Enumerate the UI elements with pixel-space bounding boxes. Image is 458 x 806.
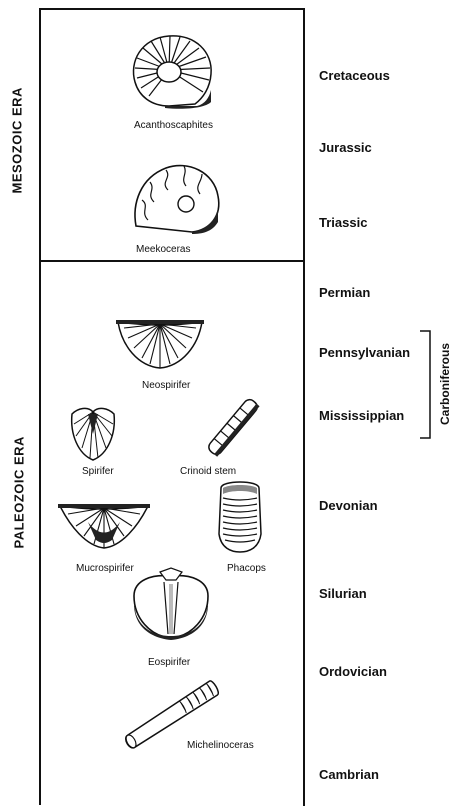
neospirifer-label: Neospirifer: [142, 380, 190, 391]
acanthoscaphites-label: Acanthoscaphites: [134, 120, 213, 131]
era-top-border: [39, 8, 305, 10]
phacops-label: Phacops: [227, 563, 266, 574]
paleozoic-right-border: [303, 260, 305, 806]
acanthoscaphites-icon: [125, 32, 217, 110]
crinoid-stem-label: Crinoid stem: [180, 466, 236, 477]
carboniferous-label: Carboniferous: [438, 334, 452, 434]
eospirifer-label: Eospirifer: [148, 657, 190, 668]
period-pennsylvanian: Pennsylvanian: [319, 345, 410, 360]
carboniferous-bracket: [420, 330, 440, 440]
era-divider: [39, 260, 305, 262]
period-ordovician: Ordovician: [319, 664, 387, 679]
period-devonian: Devonian: [319, 498, 378, 513]
period-cambrian: Cambrian: [319, 767, 379, 782]
crinoid-stem-icon: [198, 396, 268, 458]
spirifer-icon: [68, 404, 118, 462]
mucrospirifer-label: Mucrospirifer: [76, 563, 134, 574]
period-permian: Permian: [319, 285, 370, 300]
period-triassic: Triassic: [319, 215, 367, 230]
neospirifer-icon: [116, 318, 204, 370]
eospirifer-icon: [130, 568, 212, 640]
mesozoic-era-label: MESOZOIC ERA: [10, 94, 25, 194]
phacops-icon: [215, 478, 265, 554]
period-cretaceous: Cretaceous: [319, 68, 390, 83]
meekoceras-label: Meekoceras: [136, 244, 190, 255]
era-right-border: [303, 8, 305, 261]
paleozoic-era-label: PALEOZOIC ERA: [12, 439, 27, 549]
period-jurassic: Jurassic: [319, 140, 372, 155]
mucrospirifer-icon: [58, 502, 150, 550]
meekoceras-icon: [130, 160, 222, 238]
michelinoceras-label: Michelinoceras: [187, 740, 254, 751]
era-left-border: [39, 8, 41, 805]
period-silurian: Silurian: [319, 586, 367, 601]
period-mississippian: Mississippian: [319, 408, 404, 423]
spirifer-label: Spirifer: [82, 466, 114, 477]
